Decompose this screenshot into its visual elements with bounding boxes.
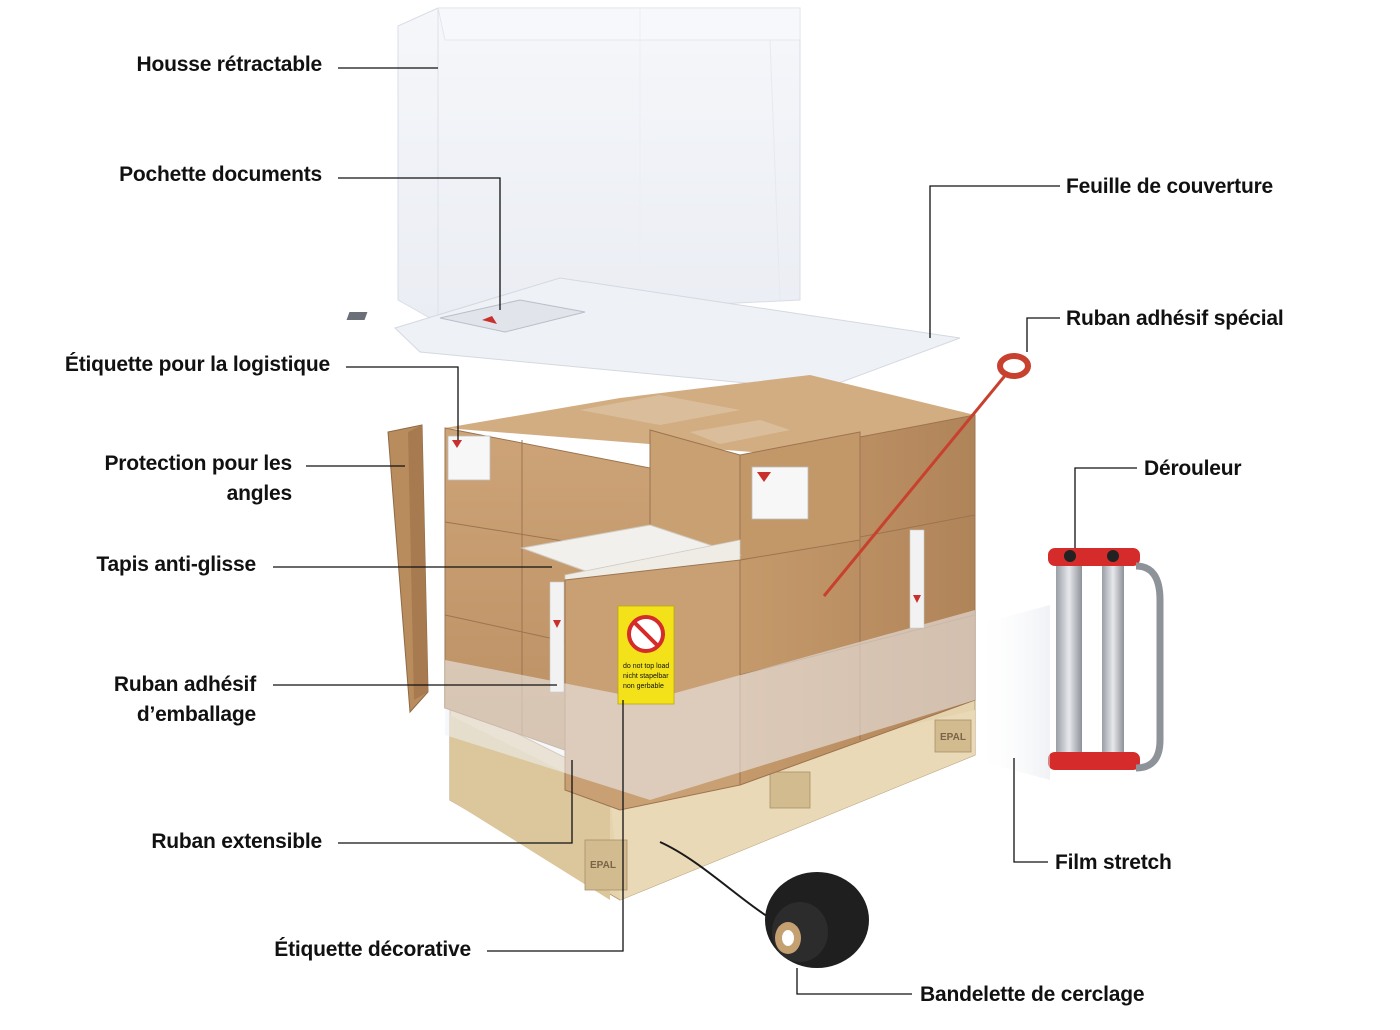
label-cover-sheet: Feuille de couverture [1066,175,1274,198]
label-dispenser: Dérouleur [1144,457,1242,480]
leader-lines [273,67,1137,995]
label-shrink-hood: Housse rétractable [136,53,323,76]
logistics-label [447,435,809,520]
stretch-film [975,605,1050,780]
label-corner-protector: Protection pour les angles [104,452,292,505]
epal-mark-side: EPAL [940,732,966,743]
label-anti-slip-mat: Tapis anti-glisse [96,553,256,576]
sign-line-1: do not top load [623,663,669,670]
do-not-stack-sign: do not top load nicht stapelbar non gerb… [617,605,675,705]
label-strapping-band: Bandelette de cerclage [920,983,1145,1006]
decorative-tape [549,529,925,693]
strapping-coil [659,841,869,968]
label-packaging-tape: Ruban adhésif d’emballage [113,673,256,726]
sign-line-2: nicht stapelbar [623,673,669,680]
label-logistics-label: Étiquette pour la logistique [64,353,330,376]
document-pouch [346,299,586,333]
label-document-pouch: Pochette documents [119,163,322,186]
stretch-dispenser [1048,548,1164,772]
corner-protector [387,424,429,714]
special-tape-roll [822,353,1031,597]
label-decorative-tape: Étiquette décorative [274,938,471,961]
label-stretch-band: Ruban extensible [151,830,322,853]
shrink-hood [397,7,801,319]
sign-line-3: non gerbable [623,683,664,690]
epal-mark-front: EPAL [590,860,616,871]
label-stretch-film: Film stretch [1055,851,1172,874]
label-special-tape: Ruban adhésif spécial [1066,307,1284,330]
